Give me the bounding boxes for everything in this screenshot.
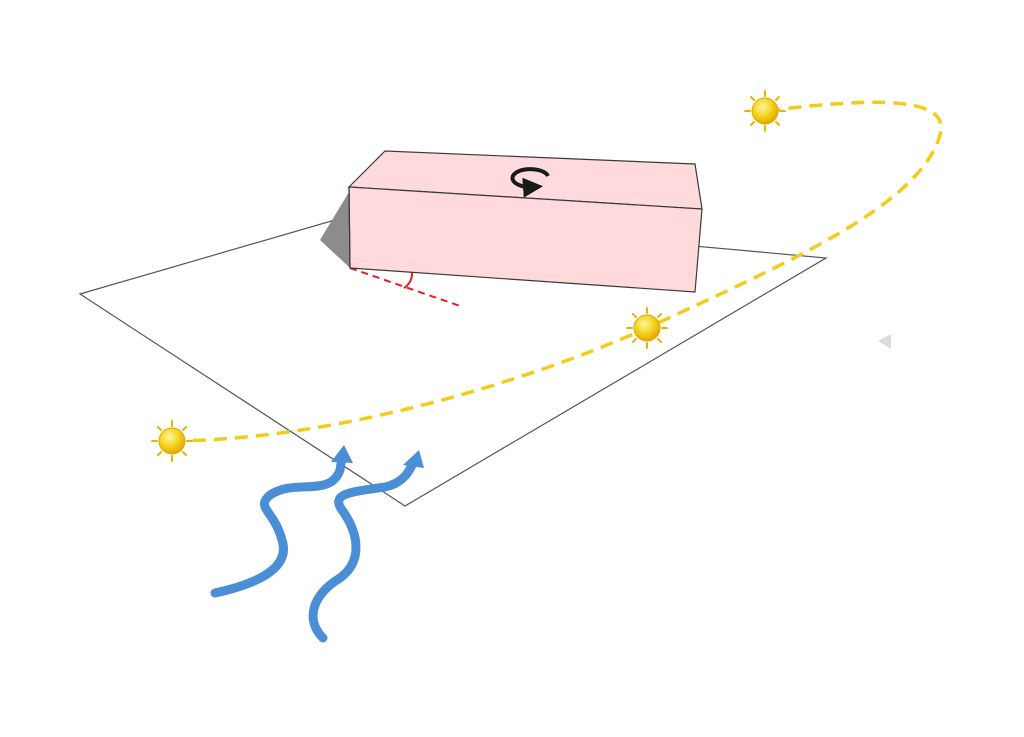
wind-arrow-right-icon bbox=[308, 458, 418, 643]
view-marker-triangle bbox=[878, 334, 891, 349]
sun-sunset-icon bbox=[744, 90, 786, 132]
wind-arrows bbox=[210, 445, 424, 643]
building-shadow bbox=[320, 192, 350, 268]
sun-sunrise-icon bbox=[151, 420, 193, 462]
sun-path bbox=[171, 100, 943, 443]
wind-arrow-left-icon bbox=[210, 453, 347, 598]
sun-midday-icon bbox=[626, 307, 668, 349]
rotate-clockwise-icon bbox=[510, 167, 550, 198]
building-block bbox=[347, 150, 703, 293]
